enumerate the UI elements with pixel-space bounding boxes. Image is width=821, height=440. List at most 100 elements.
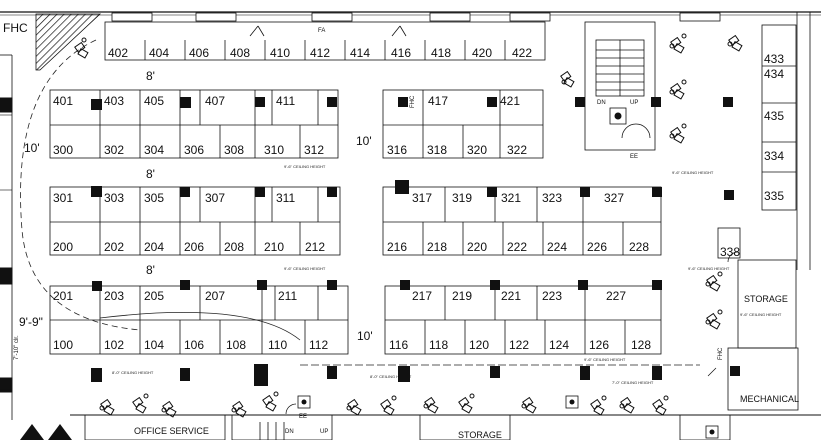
cubicle-number: 301 [53,191,73,205]
structural-columns [91,97,740,386]
ceiling-note: 9'-6" CEILING HEIGHT [284,266,326,271]
row-200-upper-left-numbers: 301 303 305 307 311 [53,191,295,205]
outer-walls [0,11,821,420]
solid-arc [99,312,301,341]
cubicle-number: 208 [224,240,244,254]
column-square-icon [91,99,102,110]
chair-cluster-icon [99,398,115,416]
column-square-icon [180,187,190,197]
column-square-icon [578,280,588,290]
column-square-icon [580,366,590,380]
cubicle-number: 216 [387,240,407,254]
cubicle-block-200-left [49,186,341,256]
fhc-label-mid: FHC [410,95,416,108]
right-column-numbers: 433 434 435 334 335 338 [720,52,784,259]
chair-cluster-icon [74,37,89,59]
chair-cluster-icon [560,70,575,88]
column-square-icon [724,190,734,200]
cubicle-number: 307 [205,191,225,205]
cubicle-number: 408 [230,46,250,60]
cubicle-number: 404 [149,46,169,60]
cubicle-number: 217 [412,289,432,303]
cubicle-number: 318 [427,143,447,157]
column-square-icon [487,97,497,107]
wheelchair-icon-glyph [614,112,622,120]
column-square-icon [255,97,265,107]
column-square-icon [91,186,102,197]
dimension-label: 9'-9" [19,315,43,329]
row-400-numbers: 402 404 406 408 410 412 414 416 418 420 … [108,46,532,60]
office-service-label: OFFICE SERVICE [134,426,209,436]
row-100-lower-left-numbers: 100 102 104 106 108 110 112 [53,338,328,352]
cubicle-number: 410 [270,46,290,60]
chair-cluster-icon [423,396,439,414]
cubicle-number: 412 [310,46,330,60]
chair-cluster-icon [458,393,475,414]
column-square-icon [255,187,265,197]
stair-core [584,21,656,151]
cubicle-number: 421 [500,94,520,108]
hatched-core-area [35,13,102,71]
stair-dn-label: DN [597,100,606,106]
dimension-label: 10' [357,329,373,343]
cubicle-number: 211 [278,289,297,303]
cubicle-number: 206 [184,240,204,254]
cubicle-number: 422 [512,46,532,60]
door-swing-icon [285,251,739,415]
column-square-icon [652,280,662,290]
cubicle-number: 402 [108,46,128,60]
cubicle-number: 310 [264,143,284,157]
column-square-icon [180,368,190,381]
mechanical-label: MECHANICAL [740,394,799,404]
ceiling-note: 9'-6" CEILING HEIGHT [284,164,326,169]
column-square-icon [398,97,408,107]
ee-label-bottom: EE [299,414,307,420]
chair-cluster-icon [652,395,669,416]
column-square-icon [327,366,337,379]
ceiling-note: 8'-0" CEILING HEIGHT [112,370,154,375]
cubicle-number: 303 [104,191,124,205]
column-square-icon [327,187,337,197]
cubicle-number: 124 [549,338,569,352]
column-square-icon [395,180,409,194]
fhc-label-top-left: FHC [3,21,28,35]
cubicle-number: 317 [412,191,432,205]
cubicle-number: 218 [427,240,447,254]
cubicle-number: 108 [226,338,246,352]
row-300-upper-left-numbers: 401 403 405 407 411 [53,94,295,108]
column-square-icon [91,368,102,382]
cubicle-number: 414 [350,46,370,60]
wheelchair-icon-glyph [301,399,307,405]
cubicle-number: 116 [389,338,408,352]
row-300-lower-left-numbers: 300 302 304 306 308 310 312 [53,143,324,157]
cubicle-number: 220 [467,240,487,254]
column-square-icon [398,366,410,382]
column-square-icon [580,187,590,197]
dimension-label: 8' [146,167,155,181]
cubicle-number: 226 [587,240,607,254]
column-square-icon [92,281,102,291]
cubicle-number: 102 [104,338,124,352]
cubicle-number: 200 [53,240,73,254]
column-square-icon [257,280,267,290]
ceiling-note: 9'-6" CEILING HEIGHT [740,312,782,317]
column-square-icon [490,280,500,290]
cubicle-number: 201 [53,289,73,303]
column-square-icon [180,280,190,290]
cubicle-number: 308 [224,143,244,157]
cubicle-number: 321 [501,191,521,205]
dimension-label: 8' [146,263,155,277]
office-number: 338 [720,245,740,259]
cubicle-number: 104 [144,338,164,352]
dimension-label: 10' [356,134,372,148]
column-square-icon [254,364,268,386]
cubicle-number: 323 [542,191,562,205]
cubicle-number: 126 [589,338,609,352]
cubicle-number: 212 [305,240,325,254]
cubicle-number: 106 [184,338,204,352]
column-square-icon [490,366,500,378]
cubicle-number: 221 [501,289,521,303]
cubicle-block-200-right [382,186,662,256]
cubicle-number: 228 [629,240,649,254]
